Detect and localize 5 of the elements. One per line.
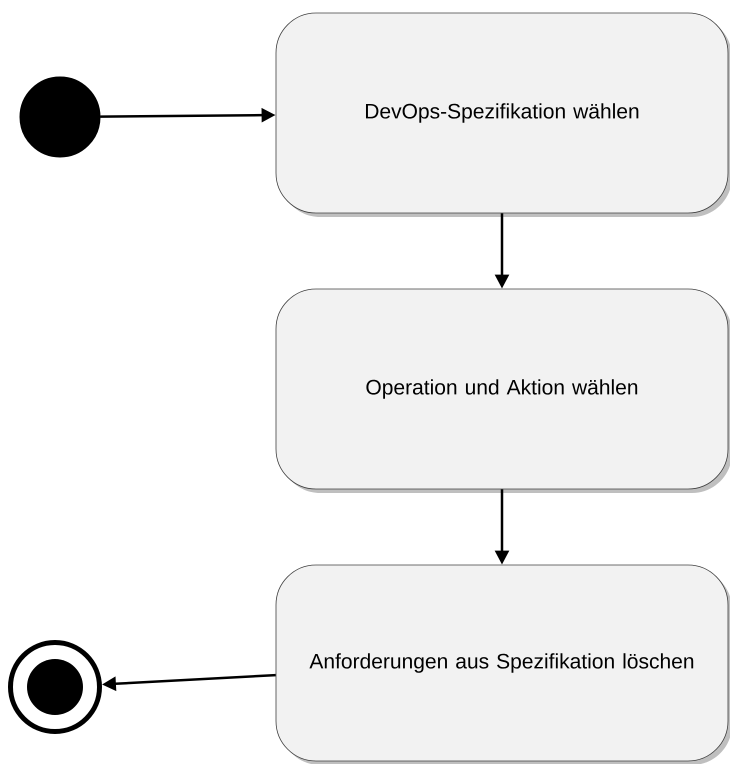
action-box: Anforderungen aus Spezifikation löschen: [276, 564, 730, 764]
start-circle: [20, 76, 100, 158]
action-box: DevOps-Spezifikation wählen: [276, 12, 730, 217]
end-circle: [8, 640, 102, 734]
action-box: Operation und Aktion wählen: [276, 288, 730, 493]
